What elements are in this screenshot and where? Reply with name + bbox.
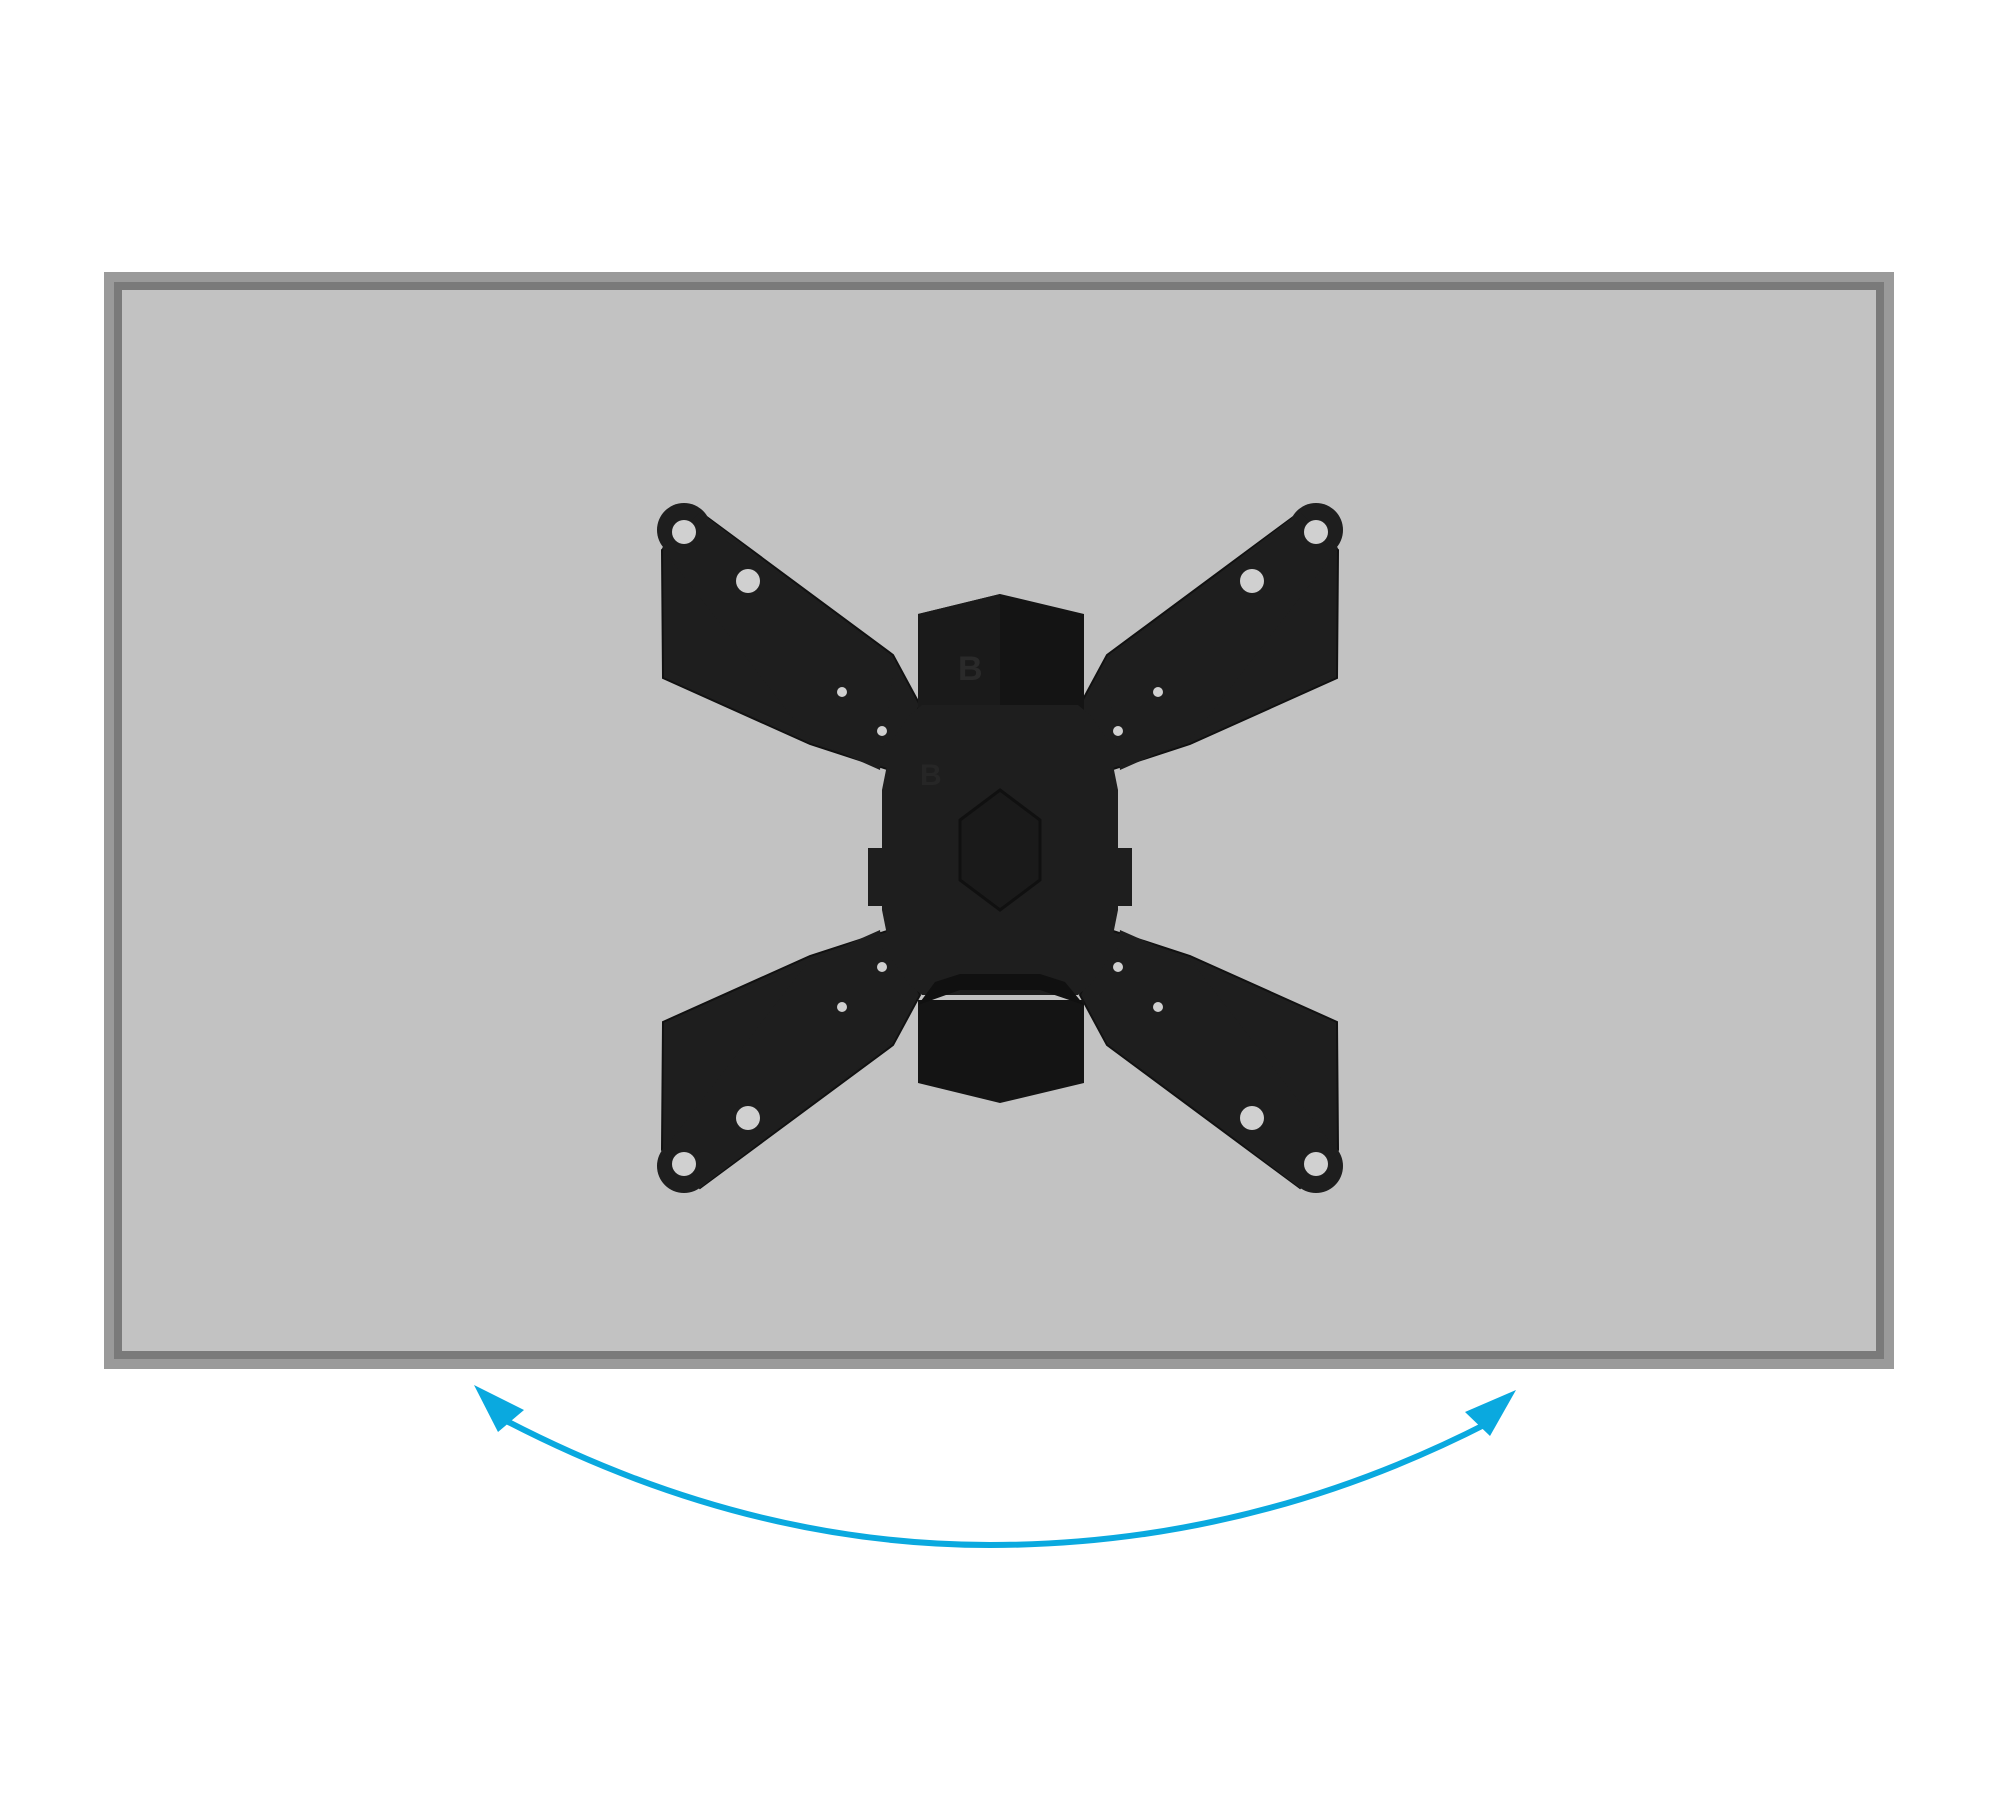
swivel-arrow-head-right xyxy=(1465,1390,1516,1436)
swivel-arrow-head-left xyxy=(474,1385,524,1432)
curved-double-arrow-icon xyxy=(474,1385,1516,1549)
mount-top-block: B xyxy=(918,594,1084,730)
vesa-wall-mount-bracket-icon: B B xyxy=(657,503,1343,1193)
mount-holes xyxy=(672,520,1328,1176)
mount-arm-top-left xyxy=(657,503,922,772)
mount-bottom-block xyxy=(918,1000,1084,1103)
mount-arm-bottom-left xyxy=(657,928,922,1193)
svg-text:B: B xyxy=(920,759,942,792)
mount-center-plate: B xyxy=(868,705,1132,1005)
swivel-arrow-arc xyxy=(492,1412,1491,1549)
svg-text:B: B xyxy=(958,650,983,688)
